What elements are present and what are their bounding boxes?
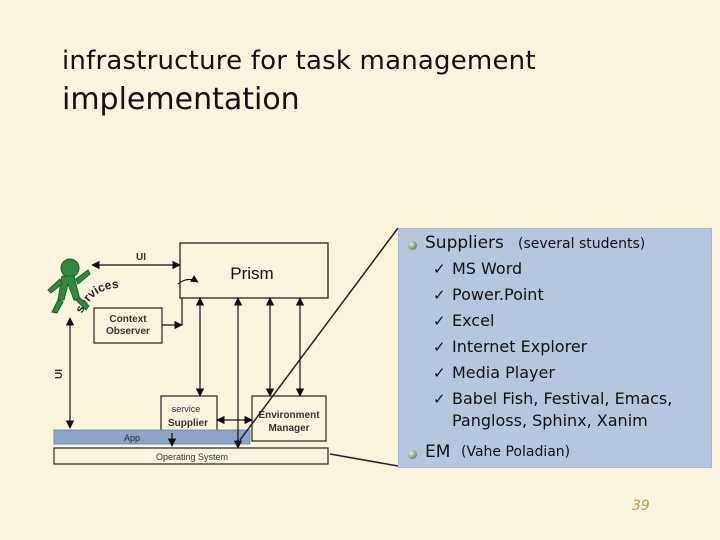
supplier-item: Media Player [452,363,555,382]
bullet-icon [408,241,417,250]
checkmark-icon: ✓ [433,390,446,408]
prism-label: Prism [230,264,273,283]
zoom-line-top [239,227,399,441]
suppliers-label: Suppliers [425,233,504,253]
checkmark-icon: ✓ [433,260,446,278]
checkmark-icon: ✓ [433,364,446,382]
service-label: service [172,404,201,414]
supplier-item: Babel Fish, Festival, Emacs, [452,389,673,408]
environment-manager-label-line2: Manager [268,423,309,434]
context-observer-label-line1: Context [109,314,147,325]
supplier-item: Internet Explorer [452,337,588,356]
supplier-item: MS Word [452,259,523,278]
em-note: (Vahe Poladian) [461,444,571,460]
page-number: 39 [632,498,650,514]
environment-manager-label-line1: Environment [258,410,320,421]
context-observer-box [93,307,163,344]
user-figure-icon [47,258,91,314]
supplier-label: Supplier [168,418,208,429]
suppliers-panel: Suppliers (several students) ✓ MS Word ✓ Po… [398,228,712,468]
environment-manager-box [251,395,327,442]
suppliers-note: (several students) [518,236,646,252]
bullet-icon [408,450,417,459]
em-label: EM [425,442,451,462]
service-supplier-box [160,395,218,434]
supplier-item: Power.Point [452,285,544,304]
slide-title-line2: implementation [62,82,300,117]
app-label: App [124,433,140,443]
slide-title-line1: infrastructure for task management [62,46,536,76]
zoom-line-bottom [329,453,399,467]
operating-system-bar [53,447,329,465]
checkmark-icon: ✓ [433,338,446,356]
ui-top-label: UI [136,252,146,263]
context-observer-label-line2: Observer [106,326,150,337]
ui-side-label: UI [54,369,65,379]
app-bar [53,429,251,445]
checkmark-icon: ✓ [433,286,446,304]
supplier-item: Pangloss, Sphinx, Xanim [452,411,648,430]
supplier-item: Excel [452,311,495,330]
operating-system-label: Operating System [156,452,228,462]
prism-box [179,242,329,299]
prism-loop-arrow [177,275,199,285]
checkmark-icon: ✓ [433,312,446,330]
